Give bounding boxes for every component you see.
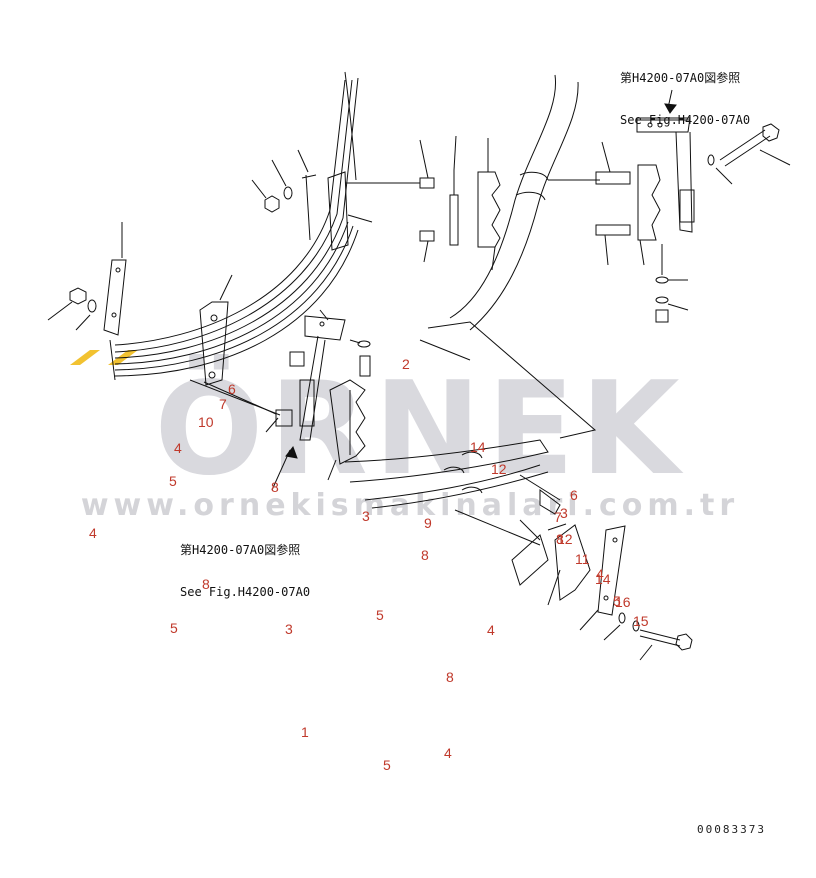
callout-number: 5 [169,473,177,489]
callout-number: 5 [613,593,621,609]
callout-number: 14 [470,439,486,455]
callout-number: 8 [202,576,210,592]
callout-number: 10 [198,414,214,430]
bolt-upper-right [707,123,791,185]
leader-lines-center [419,321,597,439]
callout-number: 5 [170,620,178,636]
callout-number: 5 [376,607,384,623]
exploded-clamp-parts-top [419,135,501,271]
callout-number: 4 [174,440,182,456]
reference-note-top-right-line2: See Fig.H4200-07A0 [620,113,751,127]
callout-number: 4 [444,745,452,761]
callout-number: 8 [446,669,454,685]
callout-number: 3 [362,508,370,524]
watermark-brand: ÖRNEK [154,355,686,504]
callout-number: 4 [487,622,495,638]
clamp-assembly-right [595,89,695,266]
hose-lower [344,439,549,509]
callout-number: 15 [633,613,649,629]
bolt-washer-right-bottom [655,244,689,323]
callout-number: 12 [491,461,507,477]
reference-note-middle-left-line2: See Fig.H4200-07A0 [180,585,311,599]
watermark-url: www.ornekismakinalari.com.tr [80,488,740,523]
callout-number: 14 [595,571,611,587]
callout-number: 3 [560,505,568,521]
drawing-code: 00083373 [697,823,766,836]
bracket-center [203,309,371,491]
callout-number: 8 [421,547,429,563]
callout-number: 8 [271,479,279,495]
callout-number: 12 [557,531,573,547]
reference-note-middle-left-line1: 第H4200-07A0図参照 [180,543,301,557]
callout-number: 9 [424,515,432,531]
reference-note-top-right-line1: 第H4200-07A0図参照 [620,71,741,85]
callout-number: 2 [402,356,410,372]
reference-note-middle-left: 第H4200-07A0図参照 See Fig.H4200-07A0 [180,515,310,627]
callout-number: 4 [89,525,97,541]
callout-number: 6 [570,487,578,503]
callout-number: 5 [383,757,391,773]
callout-number: 1 [301,724,309,740]
callout-number: 16 [615,594,631,610]
clamp-plate-left [103,222,127,336]
clamp-upper-left [251,149,420,251]
callout-number: 7 [219,396,227,412]
callout-number: 6 [228,381,236,397]
clamp-block-center [327,379,366,481]
callout-number: 7 [554,509,562,525]
callout-number: 11 [575,551,590,567]
callout-number: 8 [556,531,564,547]
clamp-assembly-lower-right [454,474,693,661]
hose-bundle-left [109,71,359,381]
callout-number: 3 [285,621,293,637]
callout-number: 4 [596,566,604,582]
nut-washer-left [47,287,97,331]
reference-note-top-right: 第H4200-07A0図参照 See Fig.H4200-07A0 [620,43,750,155]
hose-right [449,74,600,331]
